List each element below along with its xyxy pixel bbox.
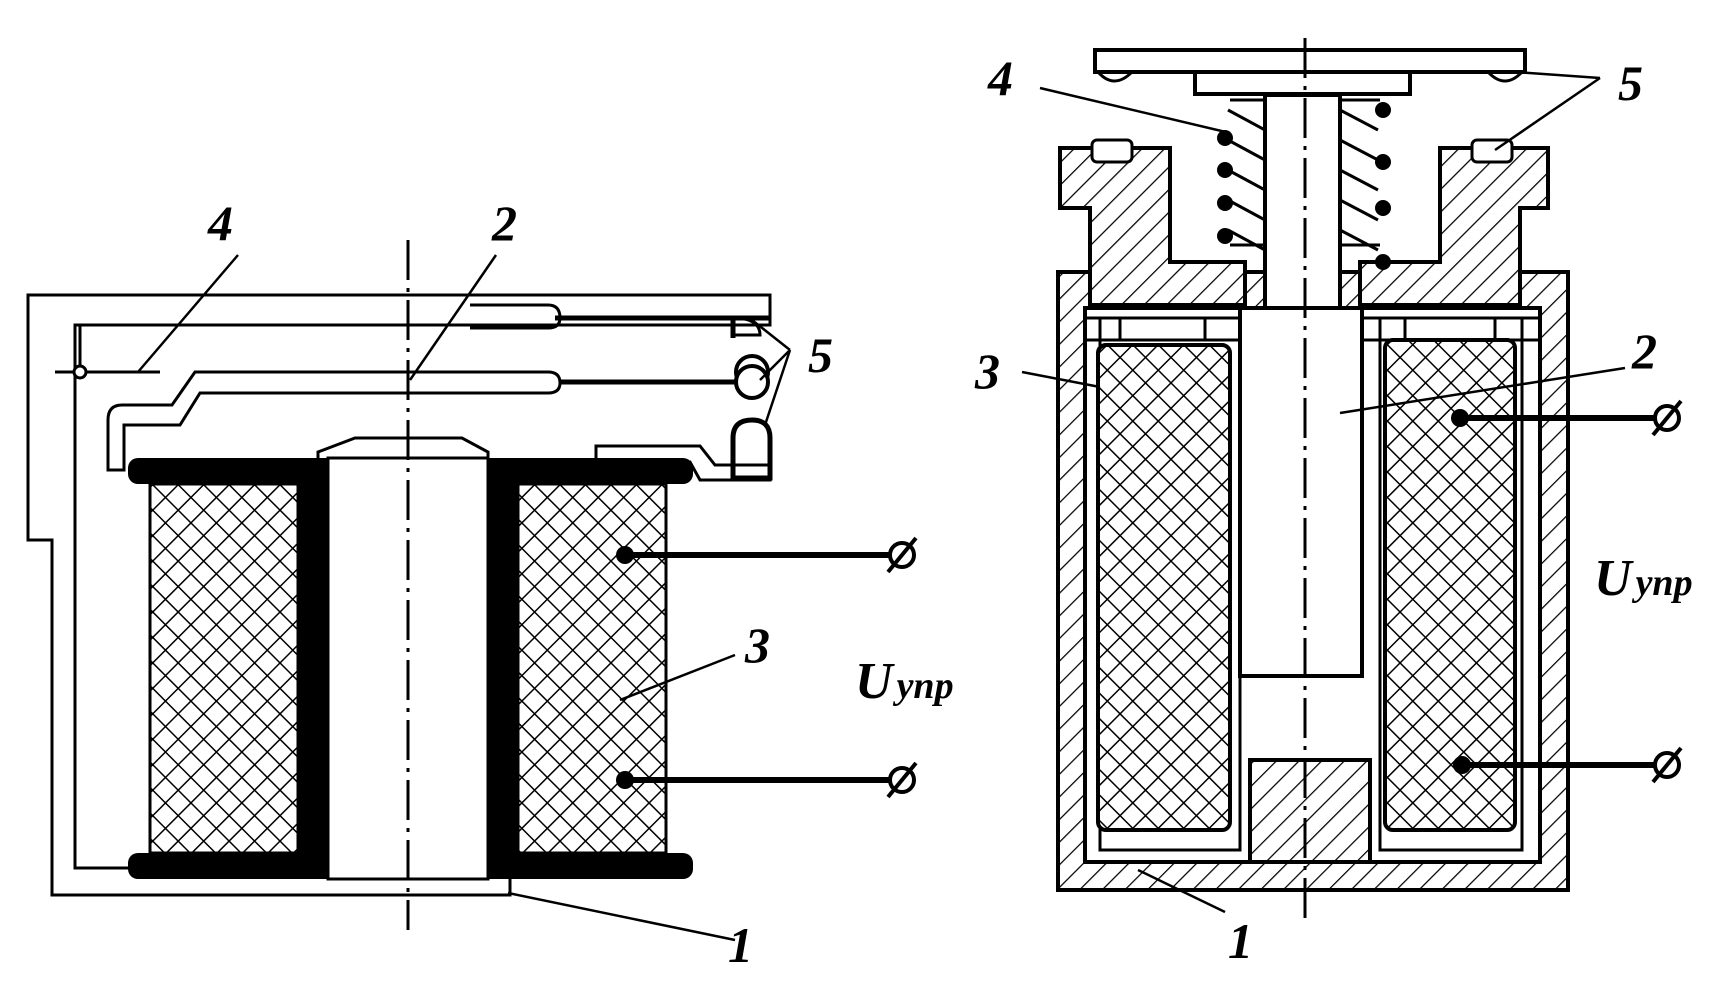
right-top-cap-right bbox=[1358, 146, 1550, 307]
right-contact-bar bbox=[1093, 48, 1527, 74]
left-armature-cap bbox=[316, 436, 490, 458]
left-junction bbox=[72, 364, 88, 380]
right-stem bbox=[1263, 93, 1342, 310]
right-spring bbox=[1217, 98, 1391, 270]
right-label-5: 5 bbox=[1618, 55, 1643, 111]
right-bottom-stop bbox=[1248, 758, 1372, 864]
right-top-cap-left bbox=[1058, 146, 1247, 307]
right-winding-right bbox=[1383, 338, 1517, 832]
right-label-2: 2 bbox=[1631, 323, 1657, 379]
right-plunger bbox=[1238, 306, 1364, 678]
left-terminals bbox=[616, 536, 918, 799]
left-label-1: 1 bbox=[728, 917, 753, 973]
left-label-2: 2 bbox=[491, 195, 517, 251]
left-label-5: 5 bbox=[808, 327, 833, 383]
left-winding-right bbox=[516, 482, 668, 855]
right-label-4: 4 bbox=[987, 50, 1013, 106]
left-label-4: 4 bbox=[207, 195, 233, 251]
right-label-1: 1 bbox=[1228, 913, 1253, 969]
left-label-3: 3 bbox=[744, 617, 770, 673]
left-top-flange-right bbox=[488, 458, 693, 484]
left-top-flange-left bbox=[128, 458, 328, 484]
right-terminals bbox=[1451, 399, 1683, 784]
right-label-3: 3 bbox=[974, 343, 1000, 399]
left-winding-left bbox=[148, 482, 300, 855]
left-contacts bbox=[555, 315, 773, 482]
right-winding-left bbox=[1096, 343, 1232, 832]
left-contact-spring bbox=[55, 325, 562, 472]
